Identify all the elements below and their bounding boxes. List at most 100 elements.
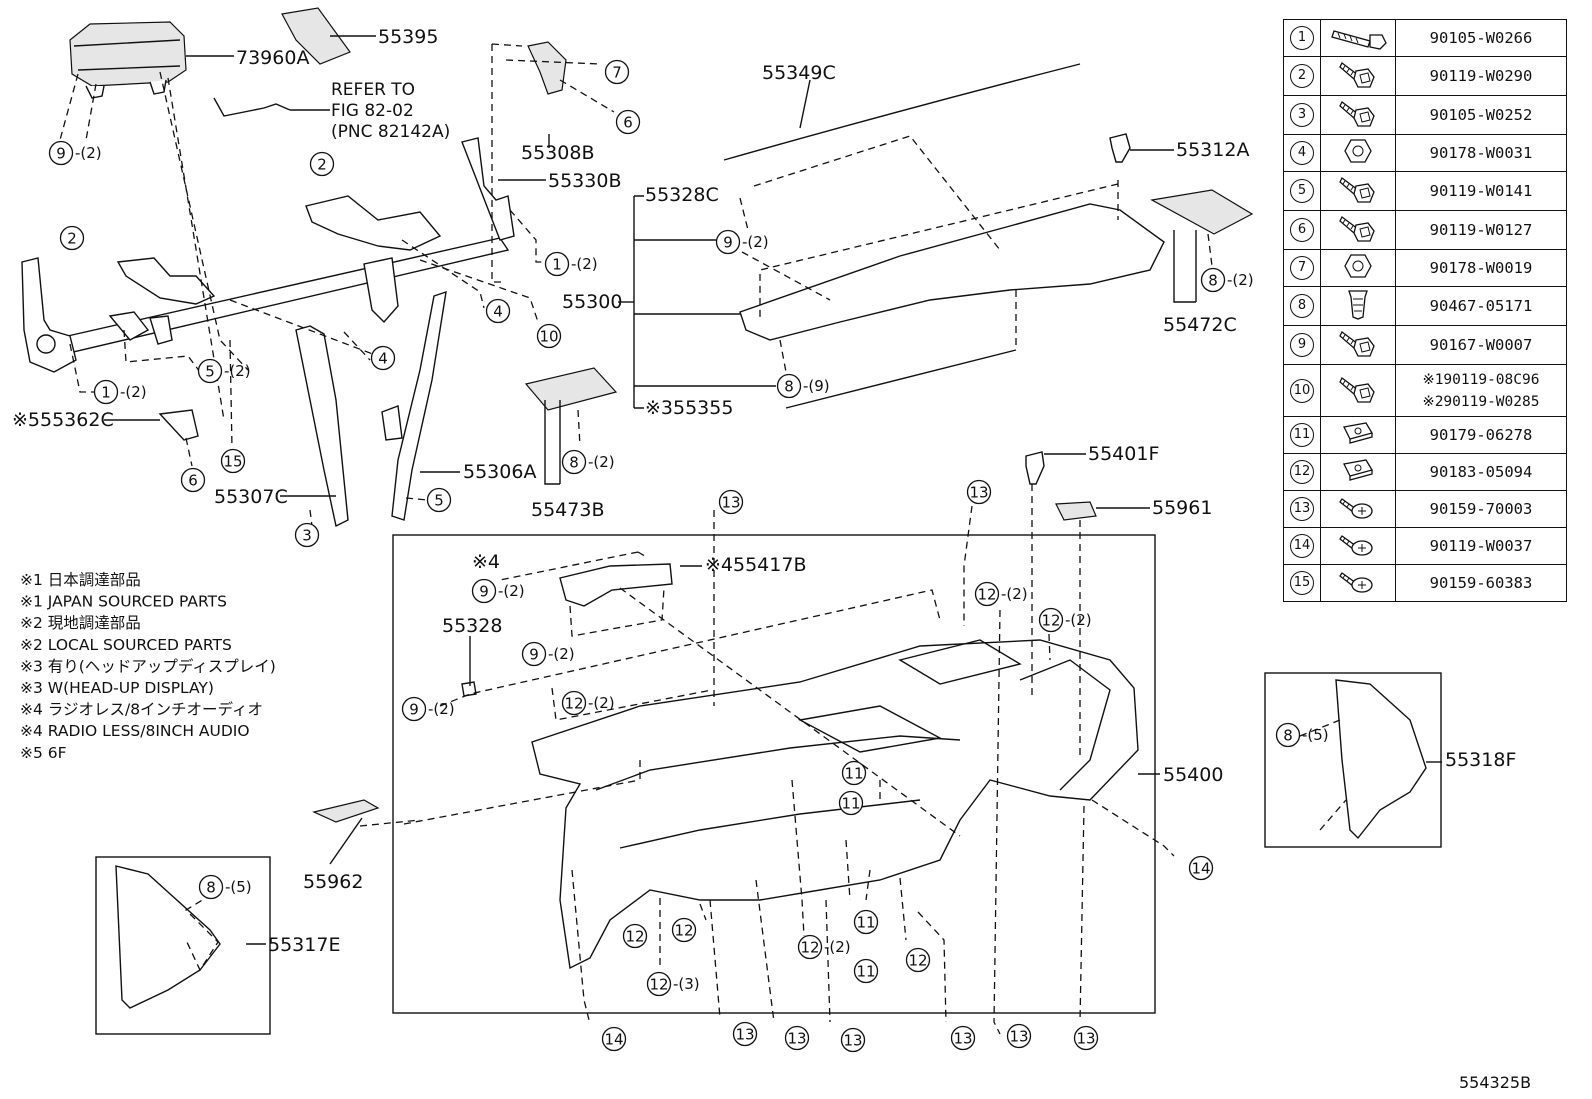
instrument-panel-55400 [531, 639, 1139, 970]
fastener-key-circle: 10 [1290, 378, 1314, 403]
callout-circle [1073, 1025, 1099, 1051]
fastener-key: 3 [1283, 95, 1321, 135]
callout-number: 9 [529, 646, 539, 664]
fastener-part-number: 90119-W0037 [1395, 527, 1567, 565]
callout-circle [180, 467, 206, 493]
callout-circle [59, 225, 85, 251]
callout-9: 9-(2) [715, 229, 769, 255]
part-label-p55472C: 55472C [1163, 314, 1237, 336]
callout-4: 4 [370, 345, 396, 371]
fastener-illustration [1320, 490, 1396, 528]
callout-9: 9 -(2) [521, 641, 575, 667]
callout-5: 5 [426, 487, 452, 513]
callout-number: 8 [569, 454, 579, 472]
callout-number: 12 [800, 939, 819, 957]
fastener-part-number: 90183-05094 [1395, 453, 1567, 491]
cover-55473B [524, 367, 618, 411]
part-label-p55328: 55328 [442, 615, 502, 637]
callout-15: 15 [220, 448, 246, 474]
fastener-row: 13 90159-70003 [1283, 490, 1567, 528]
fastener-key-circle: 2 [1290, 64, 1314, 88]
fastener-key: 10 [1283, 364, 1321, 417]
callout-12: 12-(2) [561, 690, 615, 716]
part-label-p55318F: 55318F [1445, 749, 1516, 771]
fastener-key-circle: 1 [1290, 26, 1314, 50]
callout-quantity: -(2) [1001, 585, 1028, 603]
fastener-key: 5 [1283, 171, 1321, 211]
callout-number: 11 [856, 963, 875, 981]
callout-number: 14 [604, 1031, 623, 1049]
callout-number: 13 [1009, 1028, 1028, 1046]
callout-11: 11 [841, 760, 867, 786]
callout-10: 10 [536, 323, 562, 349]
callout-circle [966, 479, 992, 505]
fastener-key: 14 [1283, 527, 1321, 565]
box-55318F [1264, 672, 1442, 848]
callout-quantity: -(2) [824, 938, 851, 956]
callout-8: 8-(2) [1200, 267, 1254, 293]
fastener-callouts: 9-(2)22761-(2)41045-(2)1-(2)156539-(2)8-… [48, 59, 1329, 1053]
callout-circle [715, 229, 741, 255]
callout-circle [1275, 722, 1301, 748]
callout-circle [784, 1025, 810, 1051]
callout-quantity: -(2) [548, 645, 575, 663]
callout-quantity: -(2) [742, 233, 769, 251]
fastener-key: 11 [1283, 416, 1321, 454]
callout-number: 13 [787, 1030, 806, 1048]
callout-circle [426, 487, 452, 513]
callout-circle [220, 448, 246, 474]
callout-circle [776, 373, 802, 399]
callout-circle [1006, 1023, 1032, 1049]
note-line: ※2 現地調達部品 [20, 614, 141, 632]
fastener-illustration [1320, 527, 1396, 565]
fastener-part-number: 90119-W0290 [1395, 56, 1567, 96]
callout-circle [48, 140, 74, 166]
callout-number: 12 [977, 586, 996, 604]
screw-icon [1338, 493, 1378, 525]
callout-number: 12 [564, 695, 583, 713]
fastener-key-circle: 9 [1290, 333, 1314, 357]
callout-6: 6 [180, 467, 206, 493]
callout-8: 8-(9) [776, 373, 830, 399]
fastener-illustration [1320, 453, 1396, 491]
callout-circle [485, 298, 511, 324]
steering-support-beam-55330B [21, 137, 515, 373]
fastener-part-number: 90105-W0266 [1395, 19, 1567, 57]
fastener-part-number-2: ※290119-W0285 [1422, 393, 1540, 410]
callout-circle [974, 581, 1000, 607]
upper-panel-55300 [739, 203, 1165, 341]
callout-circle [840, 1027, 866, 1053]
callout-number: 13 [843, 1032, 862, 1050]
note-line: ※1 JAPAN SOURCED PARTS [20, 593, 227, 611]
fastener-key: 7 [1283, 249, 1321, 287]
note-line: ※3 有り(ヘッドアップディスプレイ) [20, 656, 276, 675]
fastener-key: 2 [1283, 56, 1321, 96]
part-label-p55349C: 55349C [762, 62, 836, 84]
fastener-illustration [1320, 564, 1396, 602]
callout-2: 2 [309, 151, 335, 177]
part-label-p55328C: 55328C [645, 184, 719, 206]
callout-12: 12 -(2) [974, 581, 1028, 607]
fastener-key: 9 [1283, 325, 1321, 365]
fastener-row: 10※190119-08C96※290119-W0285 [1283, 364, 1567, 417]
fastener-part-number: 90159-70003 [1395, 490, 1567, 528]
callout-number: 12 [625, 928, 644, 946]
callout-12: 12-(3) [646, 971, 700, 997]
part-label-p55962: 55962 [303, 871, 363, 893]
callout-number: 5 [205, 363, 215, 381]
fastener-key: 13 [1283, 490, 1321, 528]
callout-number: 13 [1076, 1030, 1095, 1048]
fastener-key-circle: 5 [1290, 179, 1314, 203]
fastener-illustration [1320, 364, 1396, 417]
callout-quantity: -(2) [224, 362, 251, 380]
part-label-p55395: 55395 [378, 26, 438, 48]
callout-circle [732, 1021, 758, 1047]
hex-flange-bolt-icon [1336, 96, 1380, 134]
callout-number: 13 [953, 1030, 972, 1048]
callout-14: 14 [601, 1026, 627, 1052]
